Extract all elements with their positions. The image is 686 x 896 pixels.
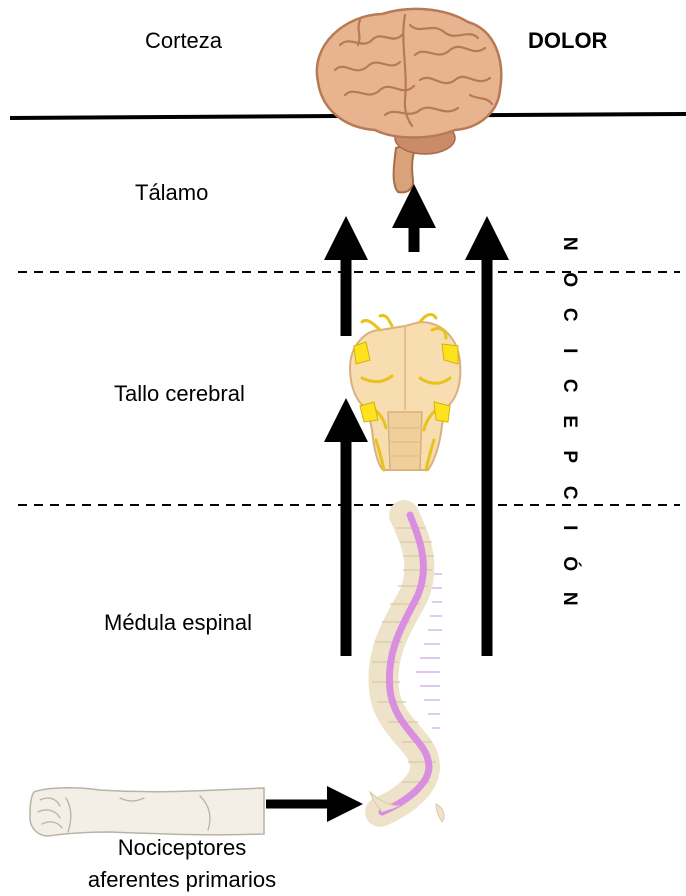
label-tallo-cerebral: Tallo cerebral xyxy=(114,381,245,407)
spine-illustration xyxy=(370,515,444,822)
letter-o: O xyxy=(551,266,587,292)
label-nociceptores: Nociceptores aferentes primarios xyxy=(60,832,304,896)
label-talamo: Tálamo xyxy=(135,180,208,206)
arm-illustration xyxy=(30,788,264,836)
letter-o-accent: Ó xyxy=(551,550,587,576)
letter-c: C xyxy=(551,373,587,399)
letter-n: N xyxy=(551,586,587,612)
label-nociceptores-line2: aferentes primarios xyxy=(60,864,304,896)
letter-n: N xyxy=(551,231,587,257)
label-medula-espinal: Médula espinal xyxy=(104,610,252,636)
letter-c: C xyxy=(551,479,587,505)
label-nocicepcion-vertical: N O C I C E P C I Ó N xyxy=(556,226,582,617)
letter-e: E xyxy=(551,408,587,434)
letter-i: I xyxy=(551,515,587,541)
letter-i: I xyxy=(551,337,587,363)
letter-p: P xyxy=(551,444,587,470)
brainstem-illustration xyxy=(350,315,460,470)
label-corteza: Corteza xyxy=(145,28,222,54)
brain-illustration xyxy=(317,9,501,193)
label-nociceptores-line1: Nociceptores xyxy=(60,832,304,864)
letter-c: C xyxy=(551,302,587,328)
label-dolor: DOLOR xyxy=(528,28,607,54)
